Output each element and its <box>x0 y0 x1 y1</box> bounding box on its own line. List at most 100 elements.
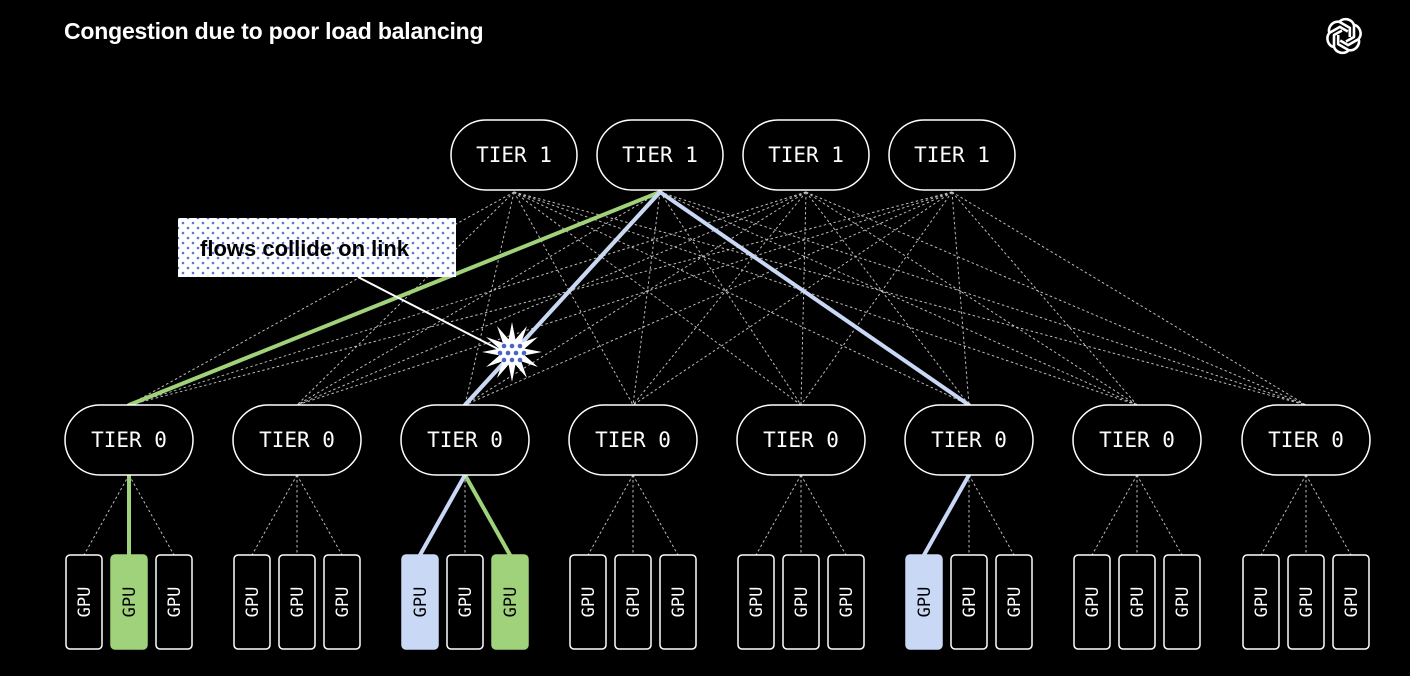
gpu-7-1[interactable]: GPU <box>1287 554 1325 650</box>
gpu-box <box>446 554 484 650</box>
tier0-node-2[interactable]: TIER 0 <box>400 404 530 476</box>
gpu-label: GPU <box>915 587 935 618</box>
gpu-label: GPU <box>1297 587 1317 618</box>
gpu-6-2[interactable]: GPU <box>1163 554 1201 650</box>
link-tier0-3-gpu-0 <box>587 474 634 556</box>
tier0-node-box <box>64 404 194 476</box>
gpu-box <box>827 554 865 650</box>
callout-pointer-line <box>357 276 501 351</box>
tier0-node-3[interactable]: TIER 0 <box>568 404 698 476</box>
callout-text: flows collide on link <box>200 236 410 261</box>
gpu-box <box>950 554 988 650</box>
gpu-label: GPU <box>1083 587 1103 618</box>
gpu-box <box>401 554 439 650</box>
link-tier0-6-gpu-0 <box>1091 474 1138 556</box>
tier0-node-4[interactable]: TIER 0 <box>736 404 866 476</box>
gpu-6-1[interactable]: GPU <box>1118 554 1156 650</box>
gpu-2-2[interactable]: GPU <box>491 554 529 650</box>
tier1-node-box <box>888 119 1016 191</box>
gpu-0-0[interactable]: GPU <box>65 554 103 650</box>
gpu-4-2[interactable]: GPU <box>827 554 865 650</box>
link-tier1-3-tier0-3 <box>632 191 953 406</box>
gpu-label: GPU <box>1005 587 1025 618</box>
tier0-node-6[interactable]: TIER 0 <box>1072 404 1202 476</box>
gpu-box <box>1118 554 1156 650</box>
gpu-1-2[interactable]: GPU <box>323 554 361 650</box>
gpu-label: GPU <box>456 587 476 618</box>
link-tier1-1-tier0-6 <box>659 191 1138 406</box>
gpu-3-2[interactable]: GPU <box>659 554 697 650</box>
gpu-box <box>65 554 103 650</box>
tier0-node-0[interactable]: TIER 0 <box>64 404 194 476</box>
tier1-node-3[interactable]: TIER 1 <box>888 119 1016 191</box>
gpu-3-0[interactable]: GPU <box>569 554 607 650</box>
gpu-box <box>1073 554 1111 650</box>
gpu-5-1[interactable]: GPU <box>950 554 988 650</box>
link-tier1-2-tier0-3 <box>632 191 807 406</box>
link-tier1-3-tier0-2 <box>464 191 953 406</box>
burst-dot-2 <box>517 343 523 349</box>
gpu-box <box>569 554 607 650</box>
gpu-1-0[interactable]: GPU <box>233 554 271 650</box>
gpu-5-2[interactable]: GPU <box>995 554 1033 650</box>
link-tier0-5-gpu-2 <box>968 474 1015 556</box>
gpu-box <box>905 554 943 650</box>
tier0-node-7[interactable]: TIER 0 <box>1241 404 1371 476</box>
gpu-4-0[interactable]: GPU <box>737 554 775 650</box>
flow-blue-segment-3 <box>922 473 971 557</box>
burst-shape <box>482 322 542 382</box>
gpu-label: GPU <box>624 587 644 618</box>
tier0-node-label: TIER 0 <box>931 428 1007 452</box>
gpu-label: GPU <box>75 587 95 618</box>
gpu-box <box>323 554 361 650</box>
tier0-node-box <box>1072 404 1202 476</box>
link-tier1-3-tier0-7 <box>951 191 1307 406</box>
gpu-1-1[interactable]: GPU <box>278 554 316 650</box>
tier1-node-2[interactable]: TIER 1 <box>742 119 870 191</box>
link-tier0-4-gpu-0 <box>755 474 802 556</box>
link-tier1-3-tier0-4 <box>800 191 953 406</box>
gpu-label: GPU <box>960 587 980 618</box>
gpu-4-1[interactable]: GPU <box>782 554 820 650</box>
tier0-node-box <box>568 404 698 476</box>
flow-green-segment-3 <box>463 473 512 557</box>
gpu-label: GPU <box>411 587 431 618</box>
gpu-6-0[interactable]: GPU <box>1073 554 1111 650</box>
gpu-7-0[interactable]: GPU <box>1242 554 1280 650</box>
gpu-5-0[interactable]: GPU <box>905 554 943 650</box>
link-tier0-1-gpu-2 <box>296 474 343 556</box>
burst-dot-0 <box>501 343 507 349</box>
gpu-box <box>614 554 652 650</box>
gpu-0-2[interactable]: GPU <box>155 554 193 650</box>
gpu-3-1[interactable]: GPU <box>614 554 652 650</box>
tier1-node-box <box>742 119 870 191</box>
link-tier1-1-tier0-1 <box>296 191 661 406</box>
tier0-node-label: TIER 0 <box>595 428 671 452</box>
link-tier1-0-tier0-2 <box>464 191 515 406</box>
callout-box <box>178 218 456 277</box>
gpu-7-2[interactable]: GPU <box>1332 554 1370 650</box>
gpu-box <box>110 554 148 650</box>
tier1-node-1[interactable]: TIER 1 <box>596 119 724 191</box>
tier1-node-0[interactable]: TIER 1 <box>450 119 578 191</box>
flow-green-segment-1 <box>127 190 662 407</box>
link-tier0-4-gpu-2 <box>800 474 847 556</box>
link-tier1-2-tier0-0 <box>128 191 807 406</box>
gpu-2-0[interactable]: GPU <box>401 554 439 650</box>
link-tier1-2-tier0-4 <box>800 191 807 406</box>
gpu-box <box>737 554 775 650</box>
gpu-label: GPU <box>747 587 767 618</box>
gpu-0-1[interactable]: GPU <box>110 554 148 650</box>
collision-callout: flows collide on link <box>178 218 501 351</box>
gpu-label: GPU <box>120 587 140 618</box>
tier0-node-5[interactable]: TIER 0 <box>904 404 1034 476</box>
link-tier1-2-tier0-2 <box>464 191 807 406</box>
link-tier1-3-tier0-5 <box>951 191 970 406</box>
link-tier1-1-tier0-7 <box>659 191 1307 406</box>
link-tier1-2-tier0-1 <box>296 191 807 406</box>
tier0-node-1[interactable]: TIER 0 <box>232 404 362 476</box>
page-title: Congestion due to poor load balancing <box>64 18 484 44</box>
link-tier1-0-tier0-6 <box>513 191 1138 406</box>
gpu-2-1[interactable]: GPU <box>446 554 484 650</box>
